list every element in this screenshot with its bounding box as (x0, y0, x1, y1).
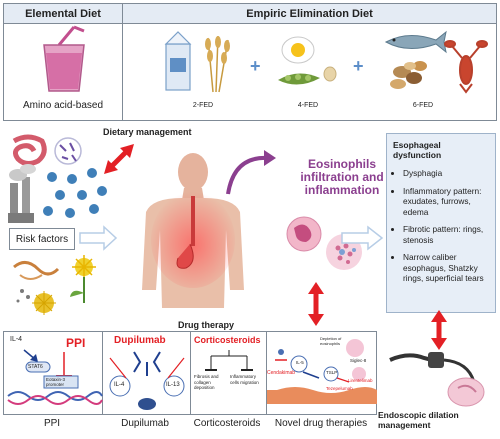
drug-therapy-panel: IL-4 PPI STAT6 Eotaxin-3 promoter Dupilu… (3, 331, 377, 415)
eosinophils-title: Eosinophils infiltration and inflammatio… (282, 158, 402, 197)
divider (102, 332, 103, 414)
red-double-arrow-drug (308, 282, 324, 326)
fed2-label: 2-FED (192, 102, 214, 109)
ppi-title: PPI (66, 336, 86, 350)
plus-sign-2: + (353, 56, 364, 76)
dupilumab-title: Dupilumab (114, 335, 166, 346)
ppi-mechanism-illustration (7, 349, 103, 405)
dysfunction-item: Narrow caliber esophagus, Shatzky rings,… (403, 252, 491, 284)
endoscopic-line2: management (378, 420, 431, 430)
milk-wheat-icon (164, 31, 230, 93)
red-double-arrow-endoscopic (431, 310, 447, 350)
eos-line2: infiltration and (300, 170, 384, 184)
fed4-label: 4-FED (297, 102, 319, 109)
novel-siglec-label: Siglec-8 (350, 358, 367, 363)
arrow-risk-to-body (79, 225, 118, 251)
amino-acid-label: Amino acid-based (22, 100, 104, 111)
endoscopic-dilation-label: Endoscopic dilation management (378, 410, 498, 430)
dysfunction-item: Dysphagia (403, 168, 491, 179)
novel-lirentelimab-label: Lirentelimab (348, 378, 373, 383)
divider (190, 332, 191, 414)
dysfunction-item: Inflammatory pattern: exudates, furrows,… (403, 186, 491, 218)
novel-tezepelumab-label: Tezepelumab (326, 386, 353, 391)
corticosteroids-mechanism-illustration (205, 350, 253, 371)
novel-therapies-illustration (267, 339, 377, 404)
elemental-diet-title: Elemental Diet (4, 4, 122, 24)
eosinophil-cells-illustration (286, 216, 362, 270)
fed6-label: 6-FED (412, 102, 434, 109)
dysfunction-item: Fibrotic pattern: rings, stenosis (403, 224, 491, 245)
fibrosis-label: Fibrosis and collagen deposition (194, 374, 219, 390)
eos-line3: inflammation (304, 183, 380, 197)
plus-sign-1: + (250, 56, 261, 76)
empiric-diet-panel: Empiric Elimination Diet 2-FED + 4-FED + (122, 3, 497, 121)
divider (266, 332, 267, 414)
empiric-diet-title: Empiric Elimination Diet (123, 4, 496, 24)
novel-cendakimab-label: Cendakimab (267, 370, 296, 376)
endoscope-illustration (389, 352, 485, 407)
ppi-eotaxin-label: Eotaxin-3 promoter (46, 377, 66, 387)
fish-nuts-lobster-icon (384, 30, 488, 94)
drink-glass-icon (43, 25, 85, 92)
ppi-caption: PPI (43, 418, 61, 429)
ppi-il4-label: IL-4 (10, 336, 23, 343)
arrow-eos-to-dysfunction (341, 225, 384, 251)
dietary-management-label: Dietary management (103, 127, 192, 137)
endoscopic-line1: Endoscopic dilation (378, 410, 459, 420)
human-body-illustration (142, 153, 244, 308)
dupilumab-il4-label: IL-4 (114, 382, 125, 388)
novel-tslp-label: TSLP (326, 370, 338, 375)
risk-factors-illustration (8, 134, 107, 223)
ppi-stat6-label: STAT6 (28, 364, 43, 370)
elemental-diet-panel: Elemental Diet Amino acid-based (3, 3, 123, 121)
novel-depletion-label: Depletion of eosinophils (320, 336, 342, 346)
corticosteroids-title: Corticosteroids (194, 335, 261, 345)
allergen-plants-illustration (13, 255, 96, 315)
purple-curved-arrow (226, 150, 276, 195)
esophageal-dysfunction-list: Dysphagia Inflammatory pattern: exudates… (393, 168, 491, 284)
esophageal-dysfunction-title: Esophageal dysfunction (393, 140, 442, 160)
dupilumab-il13-label: IL-13 (166, 382, 180, 388)
esophageal-dysfunction-panel: Esophageal dysfunction Dysphagia Inflamm… (386, 133, 496, 313)
drug-therapy-title: Drug therapy (178, 320, 235, 330)
inflammatory-label: Inflammatory cells migration (230, 374, 259, 385)
eos-line1: Eosinophils (307, 157, 376, 171)
dupilumab-mechanism-illustration (109, 351, 185, 410)
corticosteroids-caption: Corticosteroids (193, 418, 261, 429)
novel-il5-label: IL-5 (296, 360, 304, 365)
risk-factors-box: Risk factors (9, 228, 75, 250)
egg-soy-icon (278, 36, 337, 85)
novel-therapies-caption: Novel drug therapies (274, 418, 368, 429)
red-double-arrow-dietary (104, 144, 134, 174)
dupilumab-caption: Dupilumab (121, 418, 169, 429)
